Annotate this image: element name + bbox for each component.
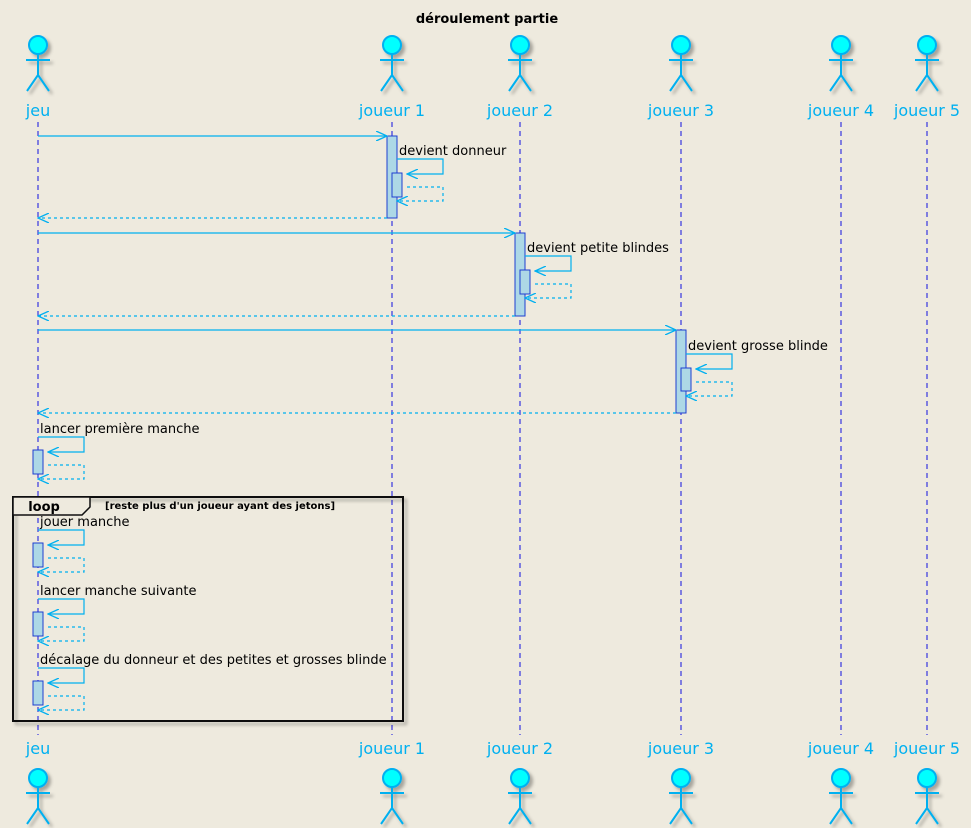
actor-icon xyxy=(26,768,50,825)
activation-bar xyxy=(391,172,403,198)
actor-icon xyxy=(915,768,939,825)
diagram-title: déroulement partie xyxy=(416,12,559,27)
message-label: jouer manche xyxy=(39,515,130,530)
self-message: devient donneur xyxy=(397,144,507,201)
actor-icon xyxy=(508,35,532,92)
loop-frame-tab xyxy=(12,496,91,516)
participant-label-jeu-bottom: jeu xyxy=(25,739,50,758)
message-label: décalage du donneur et des petites et gr… xyxy=(40,653,387,668)
self-message: lancer manche suivante xyxy=(38,584,196,641)
activation-bar xyxy=(32,611,44,637)
actor-icon xyxy=(508,768,532,825)
loop-frame: loop [reste plus d'un joueur ayant des je… xyxy=(12,496,404,722)
participant-label-j3-top: joueur 3 xyxy=(647,101,714,120)
message-label: lancer première manche xyxy=(40,422,199,437)
actor-icon xyxy=(915,35,939,92)
self-message: décalage du donneur et des petites et gr… xyxy=(38,653,387,710)
actor-icon xyxy=(829,768,853,825)
participant-label-j3-bottom: joueur 3 xyxy=(647,739,714,758)
messages: devient donneur devient petite blindes dev… xyxy=(38,136,828,710)
self-message: jouer manche xyxy=(38,515,130,572)
lifelines xyxy=(37,122,928,735)
actor-icon xyxy=(26,35,50,92)
activation-bar xyxy=(680,367,692,392)
actor-icon xyxy=(669,768,693,825)
activation-bar xyxy=(519,269,531,295)
activation-bar xyxy=(32,680,44,706)
activation-bar xyxy=(32,542,44,568)
self-message: devient grosse blinde xyxy=(686,339,828,396)
participant-label-j1-top: joueur 1 xyxy=(358,101,425,120)
participant-label-j5-top: joueur 5 xyxy=(893,101,960,120)
self-message: devient petite blindes xyxy=(525,241,669,298)
actor-icon xyxy=(380,768,404,825)
loop-condition: [reste plus d'un joueur ayant des jetons… xyxy=(105,501,335,512)
participant-label-jeu-top: jeu xyxy=(25,101,50,120)
actor-icon xyxy=(669,35,693,92)
participant-label-j2-bottom: joueur 2 xyxy=(486,739,553,758)
loop-frame-box xyxy=(12,496,404,722)
loop-keyword: loop xyxy=(28,500,60,515)
participants: jeu jeu joueur 1 joueur 1 joueur 2 joueur 2 jo… xyxy=(25,35,960,825)
participant-label-j1-bottom: joueur 1 xyxy=(358,739,425,758)
actor-icon xyxy=(829,35,853,92)
participant-label-j5-bottom: joueur 5 xyxy=(893,739,960,758)
message-label: devient donneur xyxy=(399,144,507,159)
participant-label-j4-bottom: joueur 4 xyxy=(807,739,874,758)
participant-label-j2-top: joueur 2 xyxy=(486,101,553,120)
message-label: lancer manche suivante xyxy=(40,584,196,599)
activations xyxy=(32,135,692,706)
message-label: devient petite blindes xyxy=(527,241,669,256)
participant-label-j4-top: joueur 4 xyxy=(807,101,874,120)
self-message: lancer première manche xyxy=(38,422,199,479)
actor-icon xyxy=(380,35,404,92)
activation-bar xyxy=(32,449,44,475)
message-label: devient grosse blinde xyxy=(688,339,828,354)
